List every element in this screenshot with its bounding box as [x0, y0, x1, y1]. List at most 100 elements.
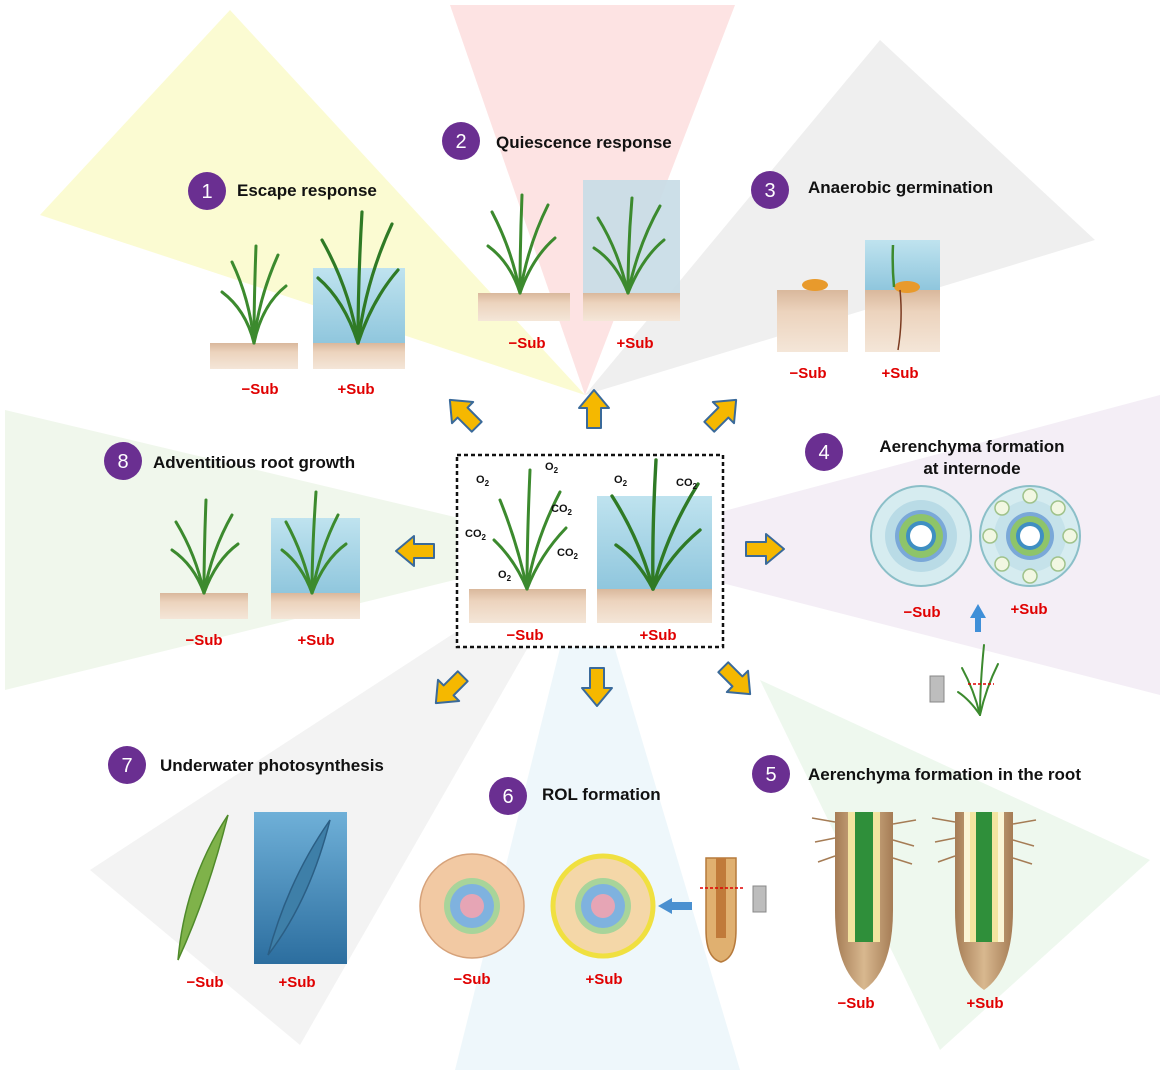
arrow-to-panel-5: [717, 661, 752, 696]
coleoptile: [891, 244, 896, 288]
arrow-to-panel-1: [448, 398, 483, 433]
center-rice-plant-minus: [492, 468, 568, 591]
badge-5-number: 5: [765, 764, 776, 786]
arrow-to-panel-7: [434, 670, 469, 705]
rice-plant-plus: [316, 210, 400, 345]
badge-3-number: 3: [764, 180, 775, 202]
gas-co2-3: CO2: [557, 547, 579, 561]
seed-minus: [802, 279, 828, 291]
gas-co2-1: CO2: [465, 528, 487, 542]
panel-rol-formation: 6 ROL formation −Sub +Sub: [419, 777, 767, 988]
panel-7-minus-label: −Sub: [186, 974, 223, 991]
rice-plant-minus: [486, 193, 557, 295]
panel-2-minus-label: −Sub: [508, 335, 545, 352]
stem-section-minus: [870, 485, 972, 587]
panel-8-title: Adventitious root growth: [153, 453, 355, 472]
gas-o2-1: O2: [476, 474, 490, 488]
germ-root: [897, 289, 902, 351]
panel-2-plus-label: +Sub: [616, 335, 653, 352]
soil-plus: [313, 343, 405, 369]
panel-1-title: Escape response: [237, 181, 377, 200]
panel-1-plus-label: +Sub: [337, 381, 374, 398]
panel-6-plus-label: +Sub: [585, 971, 622, 988]
center-rice-plant-plus: [610, 458, 702, 591]
soil-minus: [777, 290, 848, 352]
soil-plus: [271, 593, 360, 619]
badge-1: [188, 172, 226, 210]
razor-blade: [929, 675, 945, 703]
center-soil-minus: [469, 589, 586, 623]
root-section-plus: [550, 853, 656, 959]
up-arrow: [970, 604, 986, 632]
badge-3: [751, 171, 789, 209]
panel-3-title: Anaerobic germination: [808, 178, 993, 197]
panel-7-plus-label: +Sub: [278, 974, 315, 991]
beam-yellow: [40, 10, 585, 395]
arrow-to-panel-8: [395, 535, 435, 567]
gas-o2-3: O2: [498, 569, 512, 583]
arrow-to-panel-3: [703, 398, 738, 433]
panel-5-title: Aerenchyma formation in the root: [808, 765, 1081, 784]
panel-4-minus-label: −Sub: [903, 604, 940, 621]
badge-7-number: 7: [121, 755, 132, 777]
center-minus-label: −Sub: [506, 627, 543, 644]
radiating-arrows: [395, 389, 785, 707]
beam-grey-bottom-left: [90, 548, 585, 1045]
razor-blade: [752, 885, 767, 913]
panel-5-plus-label: +Sub: [966, 995, 1003, 1012]
panel-aerenchyma-internode: 4 Aerenchyma formation at internode −Sub: [805, 433, 1081, 716]
beam-lightblue: [455, 548, 740, 1070]
panel-2-title: Quiescence response: [496, 133, 672, 152]
badge-2-number: 2: [455, 131, 466, 153]
panel-4-title-line2: at internode: [923, 459, 1020, 478]
badge-6-number: 6: [502, 786, 513, 808]
soil-minus: [478, 293, 570, 321]
badge-4-number: 4: [818, 442, 829, 464]
soil-plus: [865, 290, 940, 352]
rice-plant-minus: [170, 498, 240, 595]
badge-6: [489, 777, 527, 815]
panel-escape-response: 1 Escape response −Sub +Sub: [188, 172, 405, 398]
panel-1-minus-label: −Sub: [241, 381, 278, 398]
stem-section-plus: [979, 485, 1081, 587]
badge-7: [108, 746, 146, 784]
panel-anaerobic-germination: 3 Anaerobic germination −Sub +Sub: [751, 171, 993, 382]
panel-4-plus-label: +Sub: [1010, 601, 1047, 618]
gas-o2-2: O2: [545, 461, 559, 475]
soil-plus: [583, 293, 680, 321]
seed-plus: [894, 281, 920, 293]
arrow-to-panel-4: [745, 533, 785, 565]
gas-o2-4: O2: [614, 474, 628, 488]
badge-4: [805, 433, 843, 471]
panel-6-minus-label: −Sub: [453, 971, 490, 988]
badge-5: [752, 755, 790, 793]
left-arrow: [658, 898, 692, 914]
panel-quiescence-response: 2 Quiescence response −Sub +Sub: [442, 122, 680, 352]
center-panel: O2 O2 CO2 CO2 CO2 O2 O2 CO2 −Sub +Sub: [455, 453, 725, 649]
root-plus: [931, 812, 1037, 990]
center-soil-plus: [597, 589, 712, 623]
beam-grey-top-right: [585, 40, 1095, 395]
center-plus-label: +Sub: [639, 627, 676, 644]
soil-minus: [210, 343, 298, 369]
badge-2: [442, 122, 480, 160]
gas-co2-4: CO2: [676, 477, 698, 491]
panel-4-title: Aerenchyma formation: [879, 437, 1064, 456]
leaf-plus: [267, 819, 331, 956]
rice-plant-minus: [220, 244, 288, 345]
gas-co2-2: CO2: [551, 503, 573, 517]
panel-3-minus-label: −Sub: [789, 365, 826, 382]
panel-8-plus-label: +Sub: [297, 632, 334, 649]
arrow-to-panel-2: [578, 389, 610, 429]
root-minus: [811, 812, 917, 990]
leaf-minus: [177, 814, 229, 961]
panel-5-minus-label: −Sub: [837, 995, 874, 1012]
badge-8: [104, 442, 142, 480]
panel-adventitious-root-growth: 8 Adventitious root growth −Sub +Sub: [104, 442, 360, 649]
panel-7-title: Underwater photosynthesis: [160, 756, 384, 775]
panel-8-minus-label: −Sub: [185, 632, 222, 649]
panel-3-plus-label: +Sub: [881, 365, 918, 382]
panel-underwater-photosynthesis: 7 Underwater photosynthesis −Sub +Sub: [108, 746, 384, 991]
root-section-minus: [419, 853, 525, 959]
rice-plant-plus: [280, 490, 348, 595]
